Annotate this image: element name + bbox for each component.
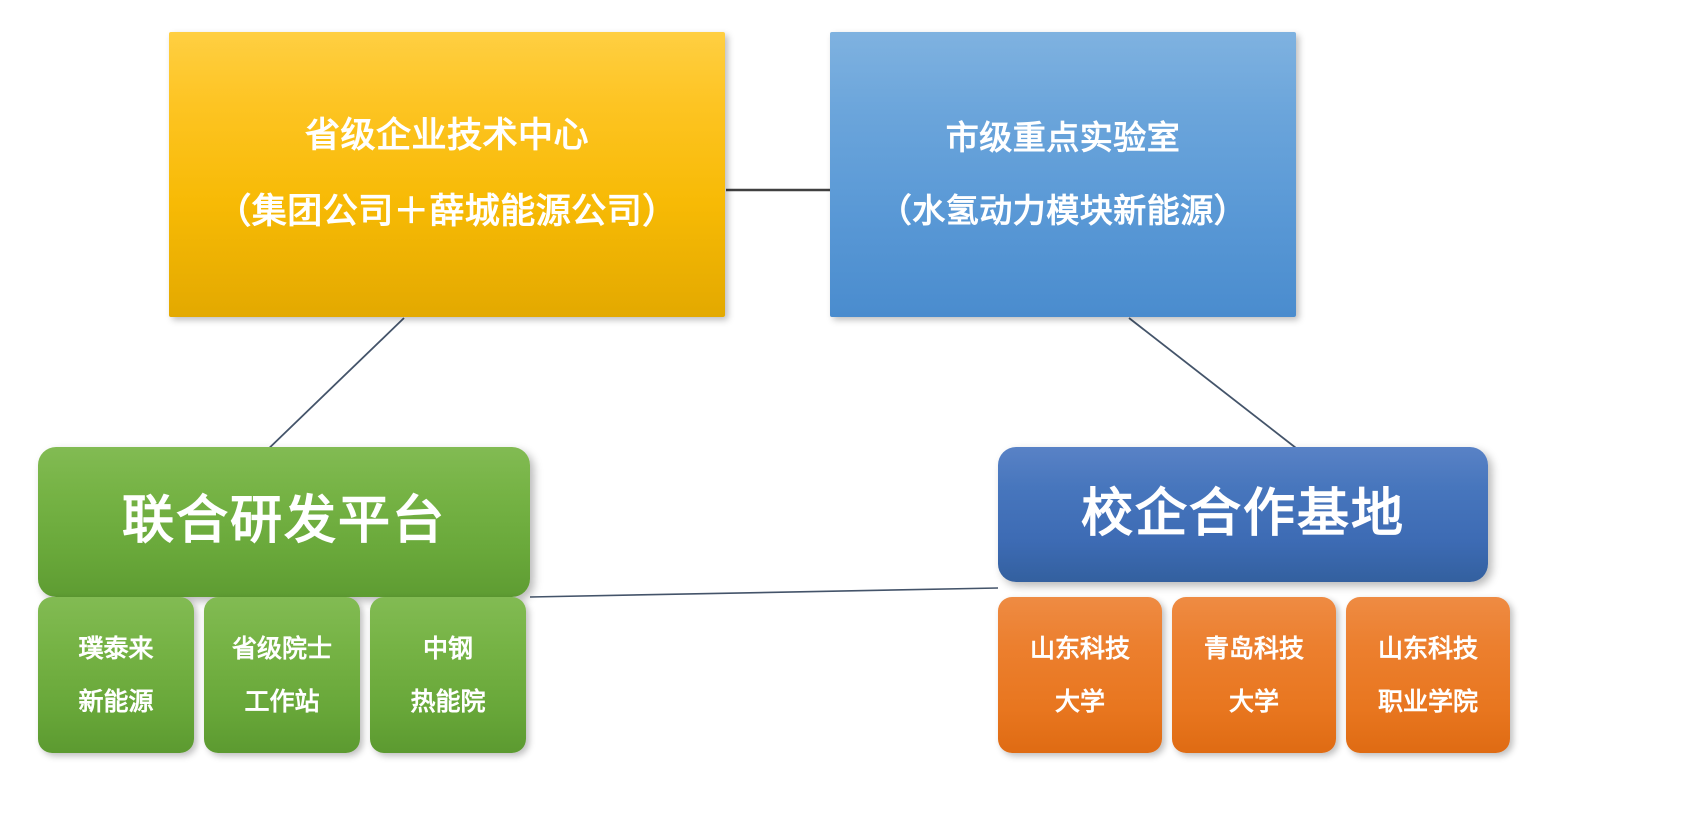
node-provincial-technology-center-line2: （集团公司＋薛城能源公司）	[216, 191, 678, 232]
connector-joint-platform-to-school-base	[529, 587, 999, 598]
chip-putailai-new-energy-line2: 新能源	[78, 687, 154, 716]
node-school-enterprise-base-label: 校企合作基地	[1080, 483, 1405, 544]
chip-provincial-academician-workstation[interactable]: 省级院士 工作站	[204, 597, 360, 753]
chip-provincial-academician-workstation-line1: 省级院士	[231, 633, 332, 663]
chip-shandong-university-of-science-and-technology-line2: 大学	[1054, 687, 1105, 716]
chip-qingdao-university-of-science-and-technology[interactable]: 青岛科技 大学	[1172, 597, 1336, 753]
connector-city-lab-to-school-base	[1128, 317, 1306, 456]
node-city-key-laboratory-line1: 市级重点实验室	[945, 117, 1181, 157]
node-joint-rd-platform-label: 联合研发平台	[121, 491, 446, 552]
chip-shandong-vocational-college-of-science-and-technology-line2: 职业学院	[1377, 687, 1478, 716]
chip-putailai-new-energy[interactable]: 璞泰来 新能源	[38, 597, 194, 753]
chip-shandong-university-of-science-and-technology[interactable]: 山东科技 大学	[998, 597, 1162, 753]
chip-zhonggang-thermal-institute[interactable]: 中钢 热能院	[370, 597, 526, 753]
node-provincial-technology-center[interactable]: 省级企业技术中心 （集团公司＋薛城能源公司）	[169, 32, 725, 317]
connector-provincial-center-to-joint-platform	[261, 317, 405, 456]
node-city-key-laboratory[interactable]: 市级重点实验室 （水氢动力模块新能源）	[830, 32, 1296, 317]
node-provincial-technology-center-line1: 省级企业技术中心	[304, 116, 589, 156]
chip-qingdao-university-of-science-and-technology-line2: 大学	[1228, 687, 1279, 716]
chip-shandong-vocational-college-of-science-and-technology-line1: 山东科技	[1377, 633, 1478, 663]
chip-qingdao-university-of-science-and-technology-line1: 青岛科技	[1203, 633, 1304, 663]
chip-putailai-new-energy-line1: 璞泰来	[78, 633, 154, 663]
node-school-enterprise-base[interactable]: 校企合作基地	[998, 447, 1488, 582]
chip-zhonggang-thermal-institute-line1: 中钢	[422, 633, 473, 663]
chip-zhonggang-thermal-institute-line2: 热能院	[410, 687, 486, 716]
node-joint-rd-platform[interactable]: 联合研发平台	[38, 447, 530, 597]
chip-shandong-university-of-science-and-technology-line1: 山东科技	[1029, 633, 1130, 663]
chip-shandong-vocational-college-of-science-and-technology[interactable]: 山东科技 职业学院	[1346, 597, 1510, 753]
node-city-key-laboratory-line2: （水氢动力模块新能源）	[878, 190, 1248, 230]
chip-provincial-academician-workstation-line2: 工作站	[244, 687, 320, 716]
